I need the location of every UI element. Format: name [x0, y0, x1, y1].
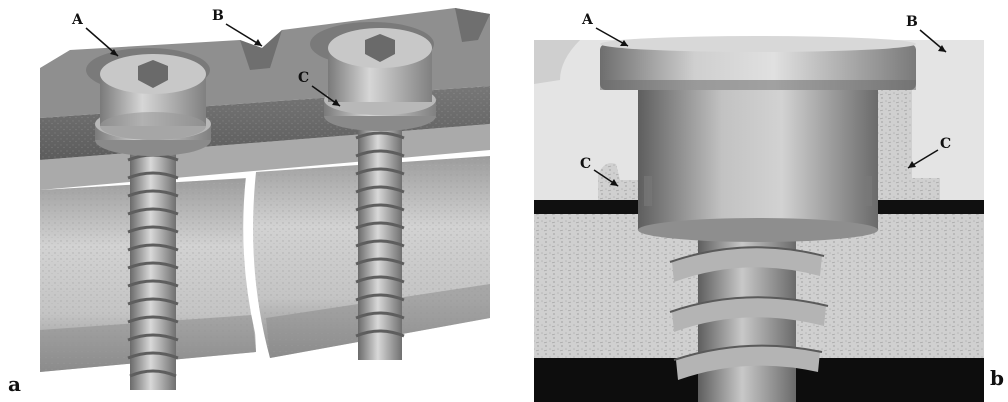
panel-a-illustration: A B C [40, 8, 490, 390]
callout-a-panel-b: A [581, 12, 629, 47]
callout-b-panel-a: B [212, 8, 263, 47]
hex-socket-icon [138, 60, 168, 88]
svg-text:C: C [940, 136, 951, 152]
svg-text:A: A [71, 12, 84, 28]
svg-text:C: C [580, 156, 591, 172]
callout-b-panel-b: B [906, 14, 947, 53]
hex-socket-icon [365, 34, 395, 62]
screw-right-threads [355, 131, 405, 338]
svg-text:A: A [581, 12, 594, 28]
panel-b: A B C C [520, 0, 1008, 402]
callout-c-panel-b-right: C [907, 136, 951, 169]
fracture-gap [243, 176, 268, 360]
callout-c-panel-a: C [298, 70, 341, 107]
plate-left-edge [534, 40, 580, 84]
callout-a-panel-a: A [71, 12, 119, 57]
panel-a: A B C [40, 8, 490, 390]
screw-head [600, 36, 916, 90]
panel-label-a: a [8, 372, 21, 396]
panel-label-b: b [990, 366, 1004, 390]
screw-threaded-shaft [669, 218, 829, 402]
callout-c-panel-b-left: C [580, 156, 619, 187]
svg-text:C: C [298, 70, 309, 86]
plate-flank-right [878, 90, 940, 200]
panel-b-illustration: A B C C [534, 12, 984, 402]
screw-right [324, 28, 436, 360]
screw-collar [638, 84, 878, 242]
svg-text:B: B [906, 14, 918, 30]
svg-text:B: B [212, 8, 224, 24]
plate-flank-left [598, 163, 640, 200]
screw-left [95, 54, 211, 390]
